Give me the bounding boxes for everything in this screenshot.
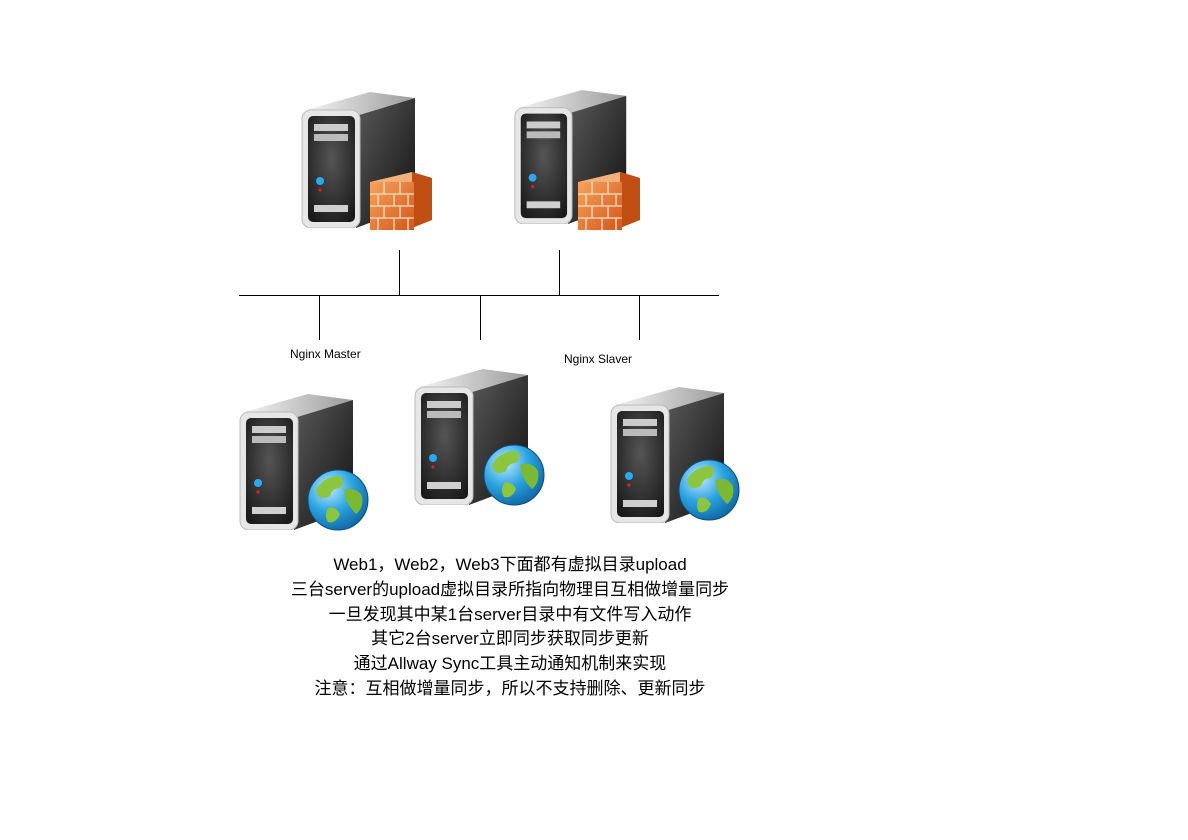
globe-icon <box>678 459 740 521</box>
note-line: 其它2台server立即同步获取同步更新 <box>371 629 649 649</box>
note-line: 一旦发现其中某1台server目录中有文件写入动作 <box>328 604 692 624</box>
description-notes: Web1，Web2，Web3下面都有虚拟目录upload 三台server的up… <box>240 553 780 702</box>
note-line: Web1，Web2，Web3下面都有虚拟目录upload <box>333 555 687 574</box>
network-lines <box>239 250 719 340</box>
nginx-slaver-node <box>514 89 641 231</box>
firewall-icon <box>577 171 641 231</box>
globe-icon <box>307 469 369 531</box>
web3-node <box>610 386 740 523</box>
globe-icon <box>483 444 545 506</box>
web2-node <box>414 368 545 506</box>
firewall-icon <box>369 171 433 231</box>
web1-node <box>239 393 369 531</box>
nginx-master-node <box>301 91 433 231</box>
note-line: 三台server的upload虚拟目录所指向物理目互相做增量同步 <box>290 579 730 599</box>
note-line: 通过Allway Sync工具主动通知机制来实现 <box>353 654 667 674</box>
nginx-slaver-label: Nginx Slaver <box>564 352 633 366</box>
nginx-master-label: Nginx Master <box>290 347 361 361</box>
note-line: 注意：互相做增量同步，所以不支持删除、更新同步 <box>314 678 706 698</box>
